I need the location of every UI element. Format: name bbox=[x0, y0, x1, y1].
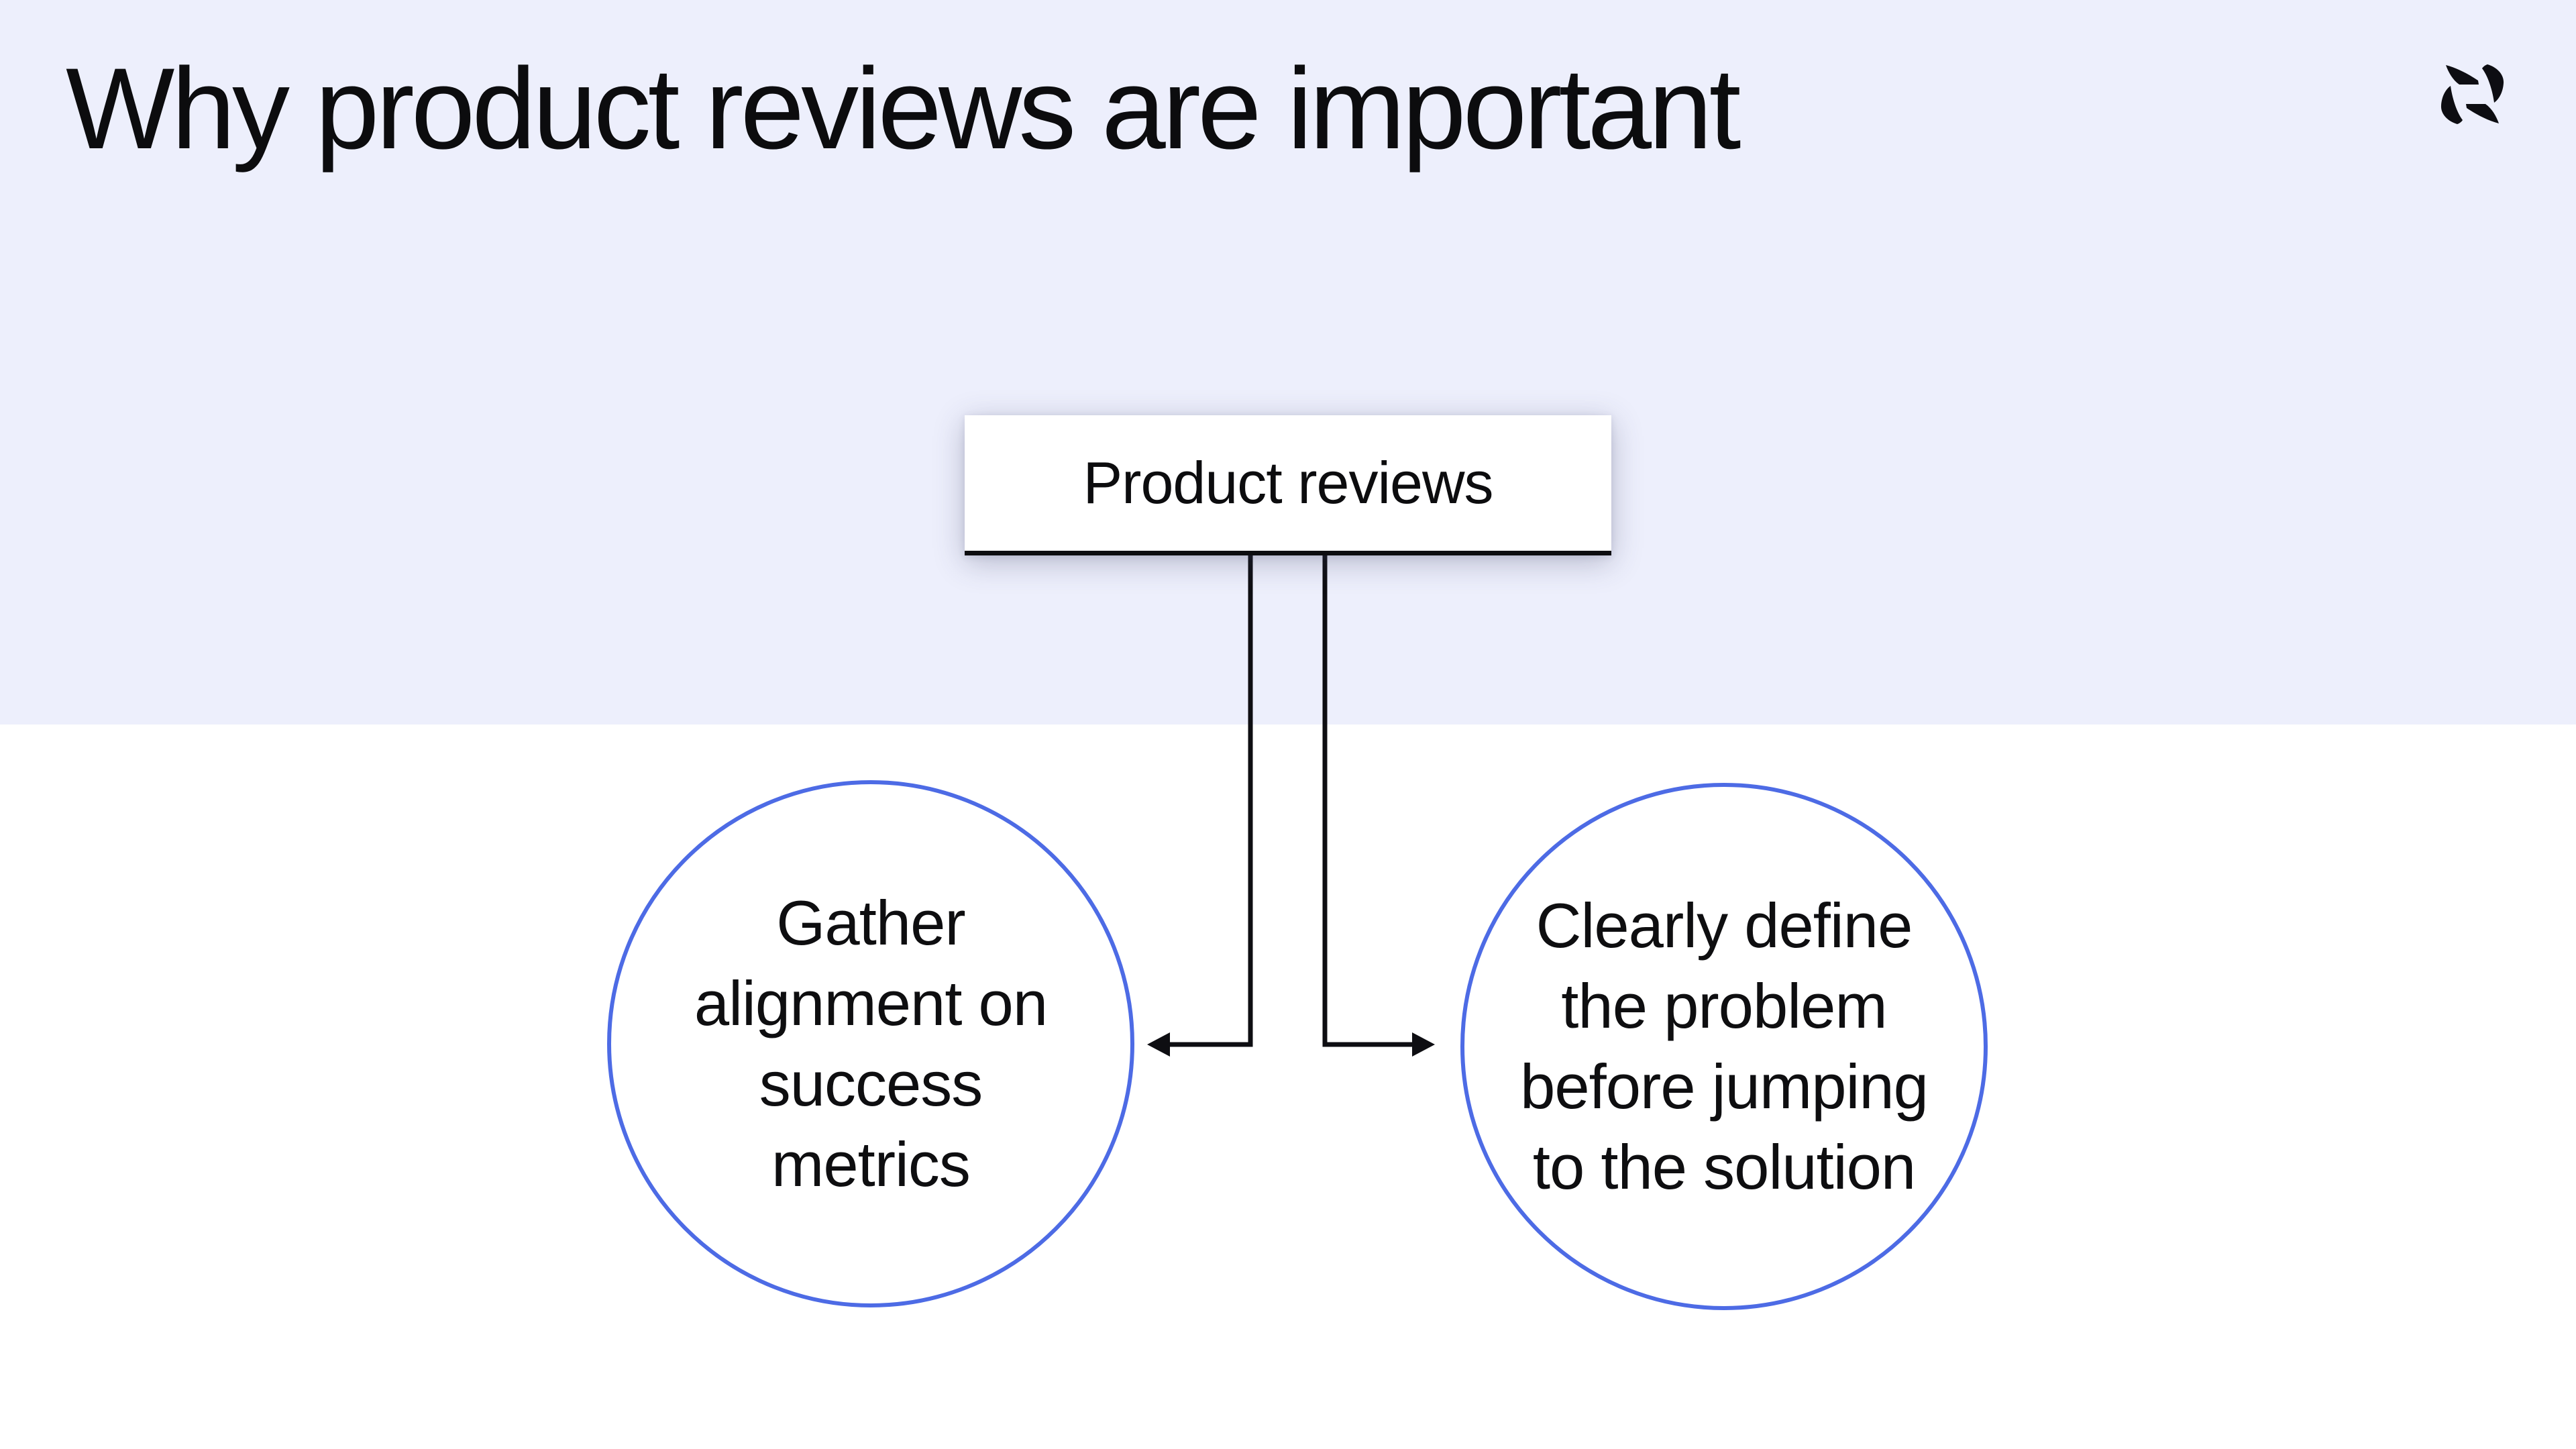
branch-left-line-4: metrics bbox=[771, 1129, 971, 1199]
root-node-label: Product reviews bbox=[1083, 449, 1493, 516]
branch-left-line-2: alignment on bbox=[694, 968, 1048, 1038]
branch-right-line-1: Clearly define bbox=[1536, 890, 1913, 961]
branch-left-label: Gather alignment on success metrics bbox=[694, 883, 1048, 1205]
left-arrowhead-icon bbox=[1147, 1032, 1170, 1057]
connector-line-left bbox=[1168, 553, 1253, 1047]
branch-right-line-4: to the solution bbox=[1532, 1132, 1916, 1202]
branch-left-line-3: success bbox=[759, 1049, 983, 1119]
right-arrowhead-icon bbox=[1412, 1032, 1435, 1057]
connector-line-right bbox=[1322, 553, 1413, 1047]
brand-logo-shapes bbox=[2440, 64, 2504, 124]
branch-right-label: Clearly define the problem before jumpin… bbox=[1520, 885, 1929, 1208]
branch-right-line-3: before jumping bbox=[1520, 1051, 1929, 1122]
brand-logo-icon bbox=[2440, 64, 2504, 124]
branch-node-define-problem: Clearly define the problem before jumpin… bbox=[1460, 783, 1988, 1310]
root-node-product-reviews: Product reviews bbox=[965, 415, 1611, 555]
branch-node-gather-alignment: Gather alignment on success metrics bbox=[607, 780, 1134, 1307]
branch-right-line-2: the problem bbox=[1561, 971, 1887, 1041]
header-background-band bbox=[0, 0, 2576, 724]
slide-title: Why product reviews are important bbox=[66, 44, 1741, 173]
branch-left-line-1: Gather bbox=[776, 888, 965, 958]
